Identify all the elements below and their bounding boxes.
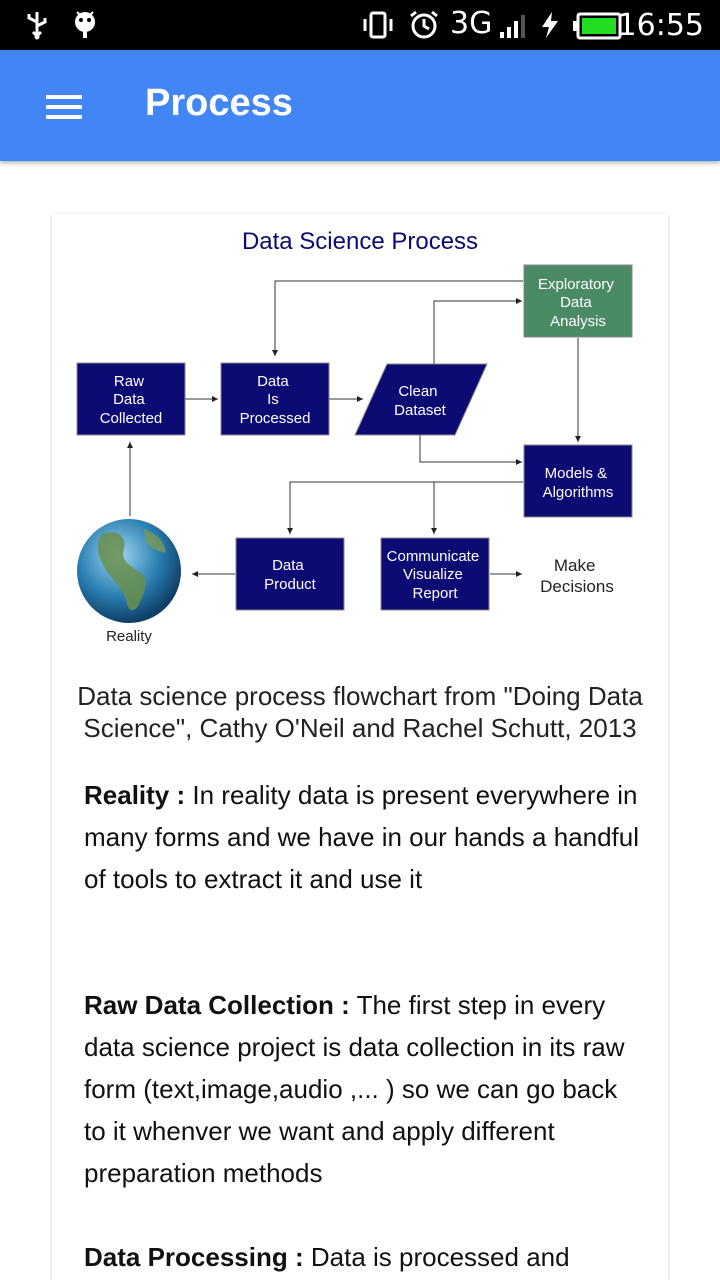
svg-text:Exploratory Data: Exploratory Data Analysis [538, 276, 618, 330]
svg-text:Models & Algorithms: Models & Algorithms [543, 465, 614, 501]
alarm-icon [410, 10, 438, 39]
charging-icon [542, 12, 558, 38]
node-raw-data-line: Raw [114, 373, 144, 390]
android-debug-icon [75, 11, 95, 38]
globe-icon [77, 519, 181, 623]
node-models-algorithms [523, 444, 633, 518]
section-reality: Reality : In reality data is present eve… [84, 774, 644, 900]
battery-icon [573, 12, 622, 40]
node-processed-line: Data [257, 373, 289, 390]
node-eda-line: Analysis [550, 313, 606, 330]
node-models-line: Algorithms [543, 484, 614, 501]
section-term: Data Processing : [84, 1242, 304, 1272]
node-communicate [380, 537, 490, 611]
section-text: Data is processed and [303, 1242, 570, 1272]
node-data-product [235, 537, 345, 611]
node-decisions-line: Decisions [540, 577, 614, 596]
svg-text:Data Product: Data Product [264, 557, 317, 593]
node-processed-line: Is [267, 391, 279, 408]
section-term: Raw Data Collection : [84, 990, 350, 1020]
node-communicate-line: Communicate [387, 548, 480, 565]
figure-caption: Data science process flowchart from "Doi… [77, 681, 643, 743]
content-card: Data Science Process Raw Data Col [52, 214, 668, 1280]
usb-icon [27, 12, 47, 40]
hamburger-menu-icon[interactable] [46, 95, 82, 119]
section-raw-data-collection: Raw Data Collection : The first step in … [84, 984, 644, 1194]
node-product-line: Data [272, 557, 304, 574]
node-clean-dataset [354, 363, 488, 436]
section-text: The first step in every data science pro… [84, 990, 625, 1188]
svg-text:Data Is Proces: Data Is Processed [240, 373, 311, 427]
network-type: 3G [450, 6, 493, 41]
node-decisions-line: Make [554, 556, 596, 575]
content-scroll[interactable]: Data Science Process Raw Data Col [0, 161, 720, 1280]
vibrate-icon [363, 11, 393, 39]
node-raw-data-line: Data [113, 391, 145, 408]
node-eda-line: Exploratory [538, 276, 614, 293]
node-raw-data-line: Collected [100, 410, 163, 427]
node-models-line: Models & [545, 465, 608, 482]
data-science-process-diagram: Data Science Process Raw Data Col [76, 228, 633, 645]
node-data-processed [220, 362, 330, 436]
svg-text:Clean Dataset: Clean Dataset [394, 383, 447, 419]
node-communicate-line: Visualize [403, 566, 463, 583]
node-clean-line: Dataset [394, 402, 447, 419]
svg-text:Communicate Visualize: Communicate Visualize Report [387, 548, 484, 602]
status-time: 16:55 [617, 8, 704, 43]
node-clean-line: Clean [398, 383, 437, 400]
svg-text:Make Decisions: Make Decisions [540, 556, 614, 596]
node-raw-data [76, 362, 186, 436]
diagram-title: Data Science Process [242, 228, 478, 255]
section-data-processing: Data Processing : Data is processed and [84, 1236, 644, 1278]
section-term: Reality : [84, 780, 186, 810]
signal-icon [500, 15, 525, 38]
node-communicate-line: Report [412, 585, 458, 602]
svg-text:Raw Data Colle: Raw Data Collected [100, 373, 163, 427]
status-bar: 3G 16:55 [0, 0, 720, 50]
node-exploratory-analysis [523, 264, 633, 338]
app-bar: Process [0, 50, 720, 161]
page-title: Process [145, 82, 293, 124]
node-processed-line: Processed [240, 410, 311, 427]
node-eda-line: Data [560, 294, 592, 311]
node-product-line: Product [264, 576, 317, 593]
section-text: In reality data is present everywhere in… [84, 780, 640, 894]
node-reality-label: Reality [106, 628, 152, 645]
